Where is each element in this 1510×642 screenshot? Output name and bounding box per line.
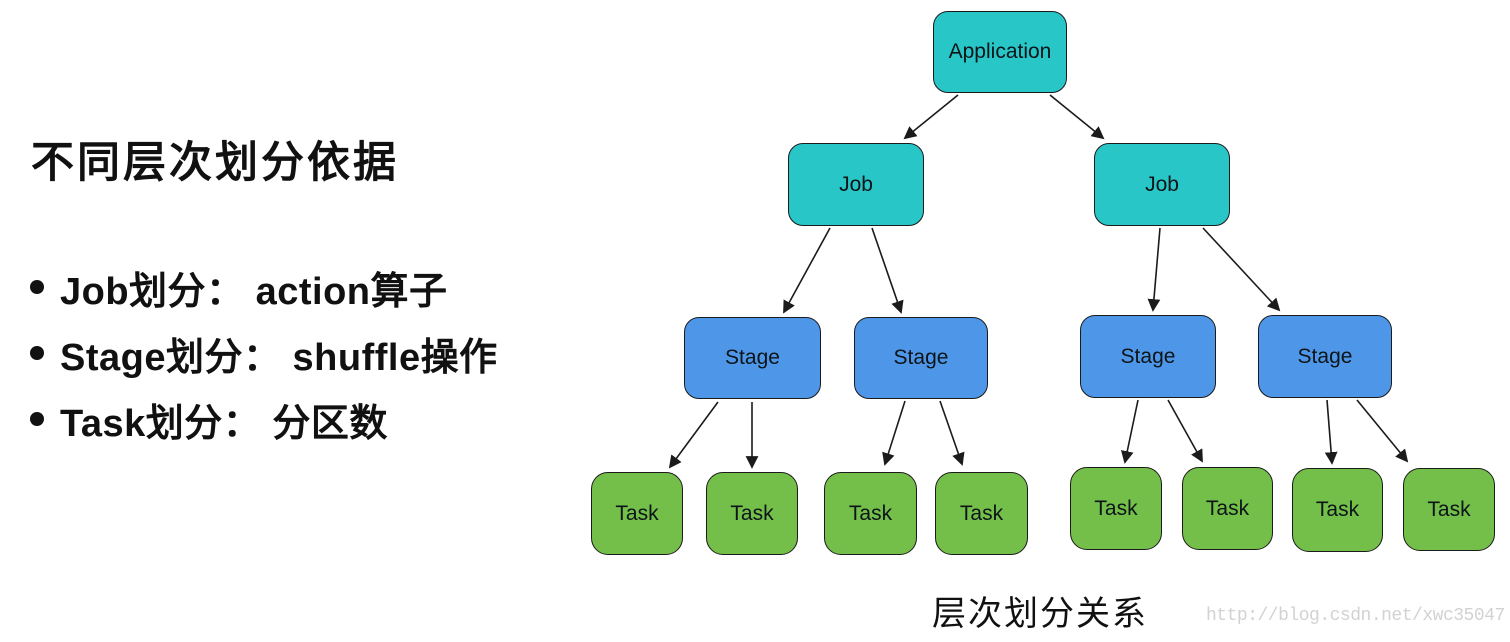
node-task-7: Task (1292, 468, 1383, 552)
edge-stage2-task3 (882, 400, 906, 466)
node-application: Application (933, 11, 1067, 93)
node-job-1: Job (788, 143, 924, 226)
bullet-icon (30, 412, 44, 426)
node-task-8: Task (1403, 468, 1495, 551)
edge-stage3-task6 (1167, 399, 1203, 463)
edge-application-job2 (1049, 94, 1105, 140)
bullet-item-job: Job划分： action算子 (30, 254, 498, 320)
diagram-caption: 层次划分关系 (932, 596, 1148, 633)
edge-job1-stage1 (783, 227, 831, 314)
node-stage-3: Stage (1080, 315, 1216, 398)
edge-job2-stage3 (1147, 227, 1161, 312)
edge-stage2-task4 (939, 400, 965, 466)
bullet-text: Stage划分： shuffle操作 (60, 336, 498, 379)
node-stage-1: Stage (684, 317, 821, 399)
edge-job2-stage4 (1202, 227, 1281, 312)
bullet-list: Job划分： action算子 Stage划分： shuffle操作 Task划… (30, 254, 498, 452)
bullet-icon (30, 346, 44, 360)
node-task-3: Task (824, 472, 917, 555)
watermark-url: http://blog.csdn.net/xwc35047 (1206, 606, 1505, 626)
edge-stage1-task1 (668, 401, 719, 469)
node-task-1: Task (591, 472, 683, 555)
node-task-2: Task (706, 472, 798, 555)
node-stage-2: Stage (854, 317, 988, 399)
bullet-icon (30, 280, 44, 294)
bullet-text: Job划分： action算子 (60, 270, 448, 313)
edge-application-job1 (903, 94, 959, 140)
page-title: 不同层次划分依据 (31, 139, 399, 187)
bullet-text: Task划分： 分区数 (60, 402, 388, 445)
edge-stage3-task5 (1120, 399, 1139, 464)
edge-stage4-task7 (1324, 399, 1338, 465)
node-task-5: Task (1070, 467, 1162, 550)
node-task-4: Task (935, 472, 1028, 555)
node-stage-4: Stage (1258, 315, 1392, 398)
node-task-6: Task (1182, 467, 1273, 550)
node-job-2: Job (1094, 143, 1230, 226)
edge-stage4-task8 (1356, 399, 1409, 463)
bullet-item-stage: Stage划分： shuffle操作 (30, 320, 498, 386)
edge-job1-stage2 (871, 227, 904, 314)
bullet-item-task: Task划分： 分区数 (30, 386, 498, 452)
